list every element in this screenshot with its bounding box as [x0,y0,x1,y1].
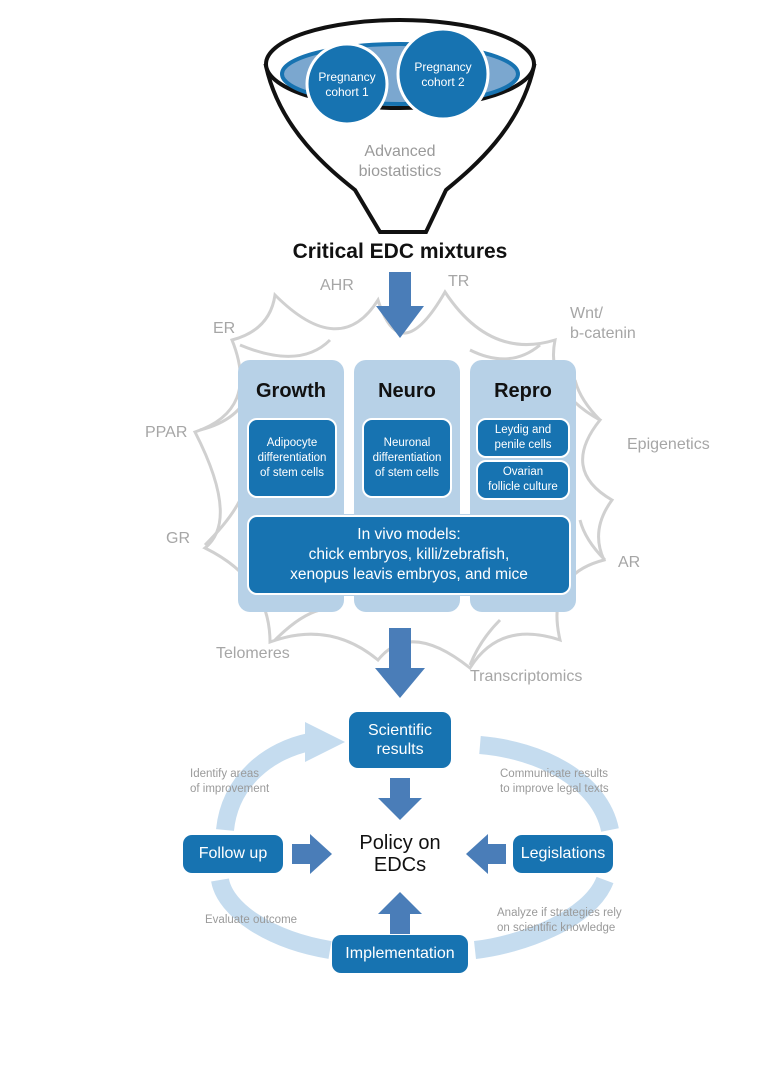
web-label-ahr: AHR [320,277,354,294]
cohort-1-label: Pregnancy cohort 1 [318,70,376,99]
web-label-wnt: Wnt/ b-catenin [570,305,636,342]
cycle-arrowhead [305,722,345,762]
scientific-results-box: Scientific results [349,712,451,768]
web-label-ar: AR [618,554,641,571]
arrow-into-panels [376,272,424,338]
web-label-transcriptomics: Transcriptomics [470,668,583,685]
implementation-box: Implementation [332,935,468,973]
web-label-er: ER [213,320,236,337]
cohort-2-label: Pregnancy cohort 2 [414,60,472,89]
arrow-out-of-panels [375,628,425,698]
neuronal-box: Neuronal differentiation of stem cells [362,418,452,498]
communicate-results-label: Communicate results to improve legal tex… [500,768,609,795]
follow-up-box: Follow up [183,835,283,873]
repro-title: Repro [494,380,552,402]
growth-title: Growth [256,380,326,402]
web-label-tr: TR [448,273,470,290]
web-label-ppar: PPAR [145,424,188,441]
in-vivo-models-box: In vivo models: chick embryos, killi/zeb… [247,515,571,595]
arrow-followup-to-policy [292,834,332,874]
neuro-title: Neuro [378,380,436,402]
legislations-box: Legislations [513,835,613,873]
evaluate-outcome-label: Evaluate outcome [205,914,298,926]
critical-edc-mixtures-title: Critical EDC mixtures [292,240,508,263]
advanced-biostatistics-label: Advanced biostatistics [358,143,442,180]
arrow-legislations-to-policy [466,834,506,874]
web-label-epigenetics: Epigenetics [627,436,710,453]
cohort-1-circle [305,42,389,126]
cohort-2-circle [396,27,490,121]
arrow-implementation-to-policy [378,892,422,934]
policy-on-edcs-label: Policy on EDCs [359,832,441,876]
analyze-strategies-label: Analyze if strategies rely on scientific… [497,907,622,934]
arrow-results-to-policy [378,778,422,820]
adipocyte-box: Adipocyte differentiation of stem cells [247,418,337,498]
leydig-box: Leydig and penile cells [476,418,570,458]
web-label-gr: GR [166,530,190,547]
ovarian-box: Ovarian follicle culture [476,460,570,500]
web-label-telomeres: Telomeres [216,645,290,662]
cycle-ring [211,733,619,959]
identify-areas-label: Identify areas of improvement [190,768,270,795]
